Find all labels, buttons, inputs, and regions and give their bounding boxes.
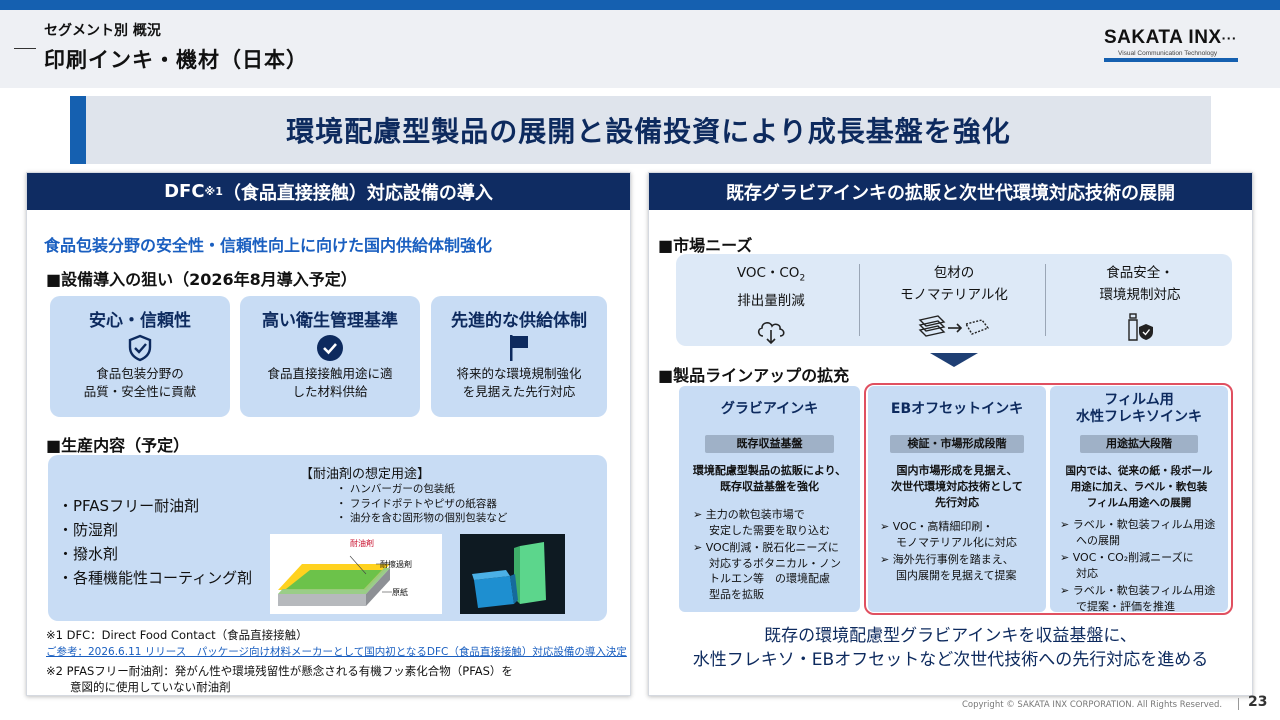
uses-title: 【耐油剤の想定用途】 bbox=[300, 467, 431, 482]
card-title: 安心・信頼性 bbox=[89, 311, 191, 331]
column-item: ➢ VOC・高精細印刷・ モノマテリアル化に対応 bbox=[880, 520, 1017, 549]
footnote-2-cont: 意図的に使用していない耐油剤 bbox=[70, 680, 231, 694]
need-line: モノマテリアル化 bbox=[900, 287, 1008, 303]
left-lead: 食品包装分野の安全性・信頼性向上に向けた国内供給体制強化 bbox=[44, 236, 493, 255]
lineup-section-title: ■製品ラインアップの拡充 bbox=[658, 366, 850, 385]
highlight-frame bbox=[864, 383, 1233, 615]
product-item: ・各種機能性コーティング剤 bbox=[58, 569, 253, 587]
need-line: VOC・CO bbox=[736, 265, 800, 281]
product-list: ・PFASフリー耐油剤 ・防湿剤 ・撥水剤 ・各種機能性コーティング剤 bbox=[58, 494, 252, 590]
material-change-icon bbox=[866, 312, 1042, 344]
page-subtitle: セグメント別 概況 bbox=[44, 23, 161, 39]
down-arrow bbox=[930, 352, 978, 367]
layer-label-base: 原紙 bbox=[392, 588, 408, 597]
layer-label-abrasion: 耐擦過剤 bbox=[380, 560, 412, 569]
card-desc: 食品直接接触用途に適 した材料供給 bbox=[240, 365, 420, 401]
column-item: ➢ VOC削減・脱石化ニーズに 対応するボタニカル・ノン トルエン等 の環境配慮… bbox=[693, 541, 841, 601]
page-number: 23 bbox=[1248, 694, 1268, 710]
use-item: ・ フライドポテトやピザの紙容器 bbox=[336, 497, 497, 510]
gravure-content: グラビアインキ 既存収益基盤 環境配慮型製品の拡販により、 既存収益基盤を強化 … bbox=[679, 386, 860, 602]
need-line: 排出量削減 bbox=[737, 292, 805, 309]
stage-badge: 既存収益基盤 bbox=[705, 435, 834, 453]
left-panel-heading: DFC※1（食品直接接触）対応設備の導入 bbox=[27, 173, 630, 210]
conclusion-line: 既存の環境配慮型グラビアインキを収益基盤に、 bbox=[764, 626, 1137, 646]
layer-label-oil: 耐油剤 bbox=[350, 539, 374, 548]
conclusion: 既存の環境配慮型グラビアインキを収益基盤に、 水性フレキソ・EBオフセットなど次… bbox=[648, 624, 1253, 672]
footer-divider bbox=[1238, 698, 1239, 710]
product-item: ・PFASフリー耐油剤 bbox=[58, 497, 200, 515]
need-line: 包材の bbox=[933, 265, 975, 281]
column-summary: 国内では、従来の紙・段ボール 用途に加え、ラベル・軟包装 フィルム用途への展開 bbox=[1065, 465, 1213, 509]
bottle-shield-icon bbox=[1052, 312, 1228, 346]
column-title: EBオフセットインキ bbox=[890, 401, 1024, 417]
banner-accent bbox=[70, 96, 86, 164]
stage-badge: 検証・市場形成段階 bbox=[890, 435, 1024, 453]
flag-icon bbox=[431, 331, 607, 365]
column-eb-offset bbox=[868, 386, 1046, 612]
logo-tagline: Visual Communication Technology bbox=[1118, 50, 1218, 57]
column-summary: 環境配慮型製品の拡販により、 既存収益基盤を強化 bbox=[692, 464, 847, 493]
footnote-1: ※1 DFC：Direct Food Contact（食品直接接触） bbox=[46, 628, 308, 642]
card-desc: 食品包装分野の 品質・安全性に貢献 bbox=[50, 365, 230, 401]
column-item: ➢ ラベル・軟包装フィルム用途 で提案・評価を推進 bbox=[1060, 584, 1216, 613]
shield-check-icon bbox=[50, 331, 230, 365]
check-circle-icon bbox=[240, 331, 420, 365]
product-item: ・防湿剤 bbox=[58, 521, 119, 539]
aim-section-title: ■設備導入の狙い（2026年8月導入予定） bbox=[46, 270, 357, 289]
stage-badge: 用途拡大段階 bbox=[1080, 435, 1198, 453]
card-desc: 将来的な環境規制強化 を見据えた先行対応 bbox=[431, 365, 607, 401]
production-section-title: ■生産内容（予定） bbox=[46, 436, 190, 455]
uses-list: ・ ハンバーガーの包装紙 ・ フライドポテトやピザの紙容器 ・ 油分を含む固形物… bbox=[336, 482, 507, 526]
card-desc-line: 将来的な環境規制強化 を見据えた先行対応 bbox=[456, 366, 582, 399]
need-regulation: 食品安全・ 環境規制対応 bbox=[1052, 262, 1228, 346]
card-supply: 先進的な供給体制 将来的な環境規制強化 を見据えた先行対応 bbox=[431, 296, 607, 417]
column-flexo bbox=[1050, 386, 1228, 612]
logo-name: SAKATA INX bbox=[1104, 27, 1222, 48]
column-item: ➢ 海外先行事例を踏まえ、 国内展開を見据えて提案 bbox=[880, 553, 1017, 582]
header-band bbox=[0, 10, 1280, 88]
needs-divider bbox=[859, 264, 860, 336]
eb-offset-content: EBオフセットインキ 検証・市場形成段階 国内市場形成を見据え、 次世代環境対応… bbox=[868, 386, 1046, 583]
layer-diagram: 耐油剤 耐擦過剤 原紙 bbox=[270, 534, 442, 614]
copyright: Copyright © SAKATA INX CORPORATION. All … bbox=[962, 700, 1223, 710]
use-item: ・ 油分を含む固形物の個別包装など bbox=[336, 512, 508, 524]
product-item: ・撥水剤 bbox=[58, 545, 119, 563]
need-sub: 2 bbox=[799, 273, 806, 284]
conclusion-line: 水性フレキソ・EBオフセットなど次世代技術への先行対応を進める bbox=[692, 650, 1209, 670]
column-summary: 国内市場形成を見据え、 次世代環境対応技術として 先行対応 bbox=[891, 464, 1023, 509]
card-title: 高い衛生管理基準 bbox=[262, 311, 398, 331]
needs-section-title: ■市場ニーズ bbox=[658, 236, 753, 255]
top-accent-bar bbox=[0, 0, 1280, 10]
column-title: グラビアインキ bbox=[720, 401, 819, 417]
card-desc-line: 食品包装分野の 品質・安全性に貢献 bbox=[83, 366, 197, 399]
column-title: フィルム用 水性フレキソインキ bbox=[1076, 392, 1202, 425]
use-item: ・ ハンバーガーの包装紙 bbox=[336, 483, 455, 495]
card-desc-line: 食品直接接触用途に適 した材料供給 bbox=[267, 366, 393, 399]
column-gravure bbox=[679, 386, 860, 612]
need-voc: VOC・CO2 排出量削減 bbox=[686, 262, 856, 350]
headline-banner bbox=[70, 96, 1211, 164]
column-item: ➢ ラベル・軟包装フィルム用途 への展開 bbox=[1060, 518, 1216, 547]
page-title: 印刷インキ・機材（日本） bbox=[44, 48, 308, 72]
cloud-download-icon bbox=[686, 318, 856, 350]
headline-text: 環境配慮型製品の展開と設備投資により成長基盤を強化 bbox=[286, 115, 1011, 148]
card-title: 先進的な供給体制 bbox=[451, 311, 587, 331]
flexo-content: フィルム用 水性フレキソインキ 用途拡大段階 国内では、従来の紙・段ボール 用途… bbox=[1050, 386, 1228, 614]
column-item: ➢ 主力の軟包装市場で 安定した需要を取り込む bbox=[693, 508, 830, 537]
column-item: ➢ VOC・CO₂削減ニーズに 対応 bbox=[1060, 551, 1194, 580]
footnote-2: ※2 PFASフリー耐油剤：発がん性や環境残留性が懸念される有機フッ素化合物（P… bbox=[46, 664, 513, 678]
header-dash bbox=[14, 48, 36, 49]
company-logo: SAKATA INX··· Visual Communication Techn… bbox=[1104, 27, 1238, 69]
card-hygiene: 高い衛生管理基準 食品直接接触用途に適 した材料供給 bbox=[240, 296, 420, 417]
package-photo bbox=[460, 534, 565, 614]
need-monomaterial: 包材の モノマテリアル化 bbox=[866, 262, 1042, 344]
right-panel-heading: 既存グラビアインキの拡販と次世代環境対応技術の展開 bbox=[649, 173, 1252, 210]
card-reliability: 安心・信頼性 食品包装分野の 品質・安全性に貢献 bbox=[50, 296, 230, 417]
needs-divider bbox=[1045, 264, 1046, 336]
need-line: 食品安全・ bbox=[1106, 265, 1174, 281]
need-line: 環境規制対応 bbox=[1099, 287, 1181, 303]
release-link[interactable]: ご参考：2026.6.11 リリース パッケージ向け材料メーカーとして国内初とな… bbox=[46, 646, 627, 658]
